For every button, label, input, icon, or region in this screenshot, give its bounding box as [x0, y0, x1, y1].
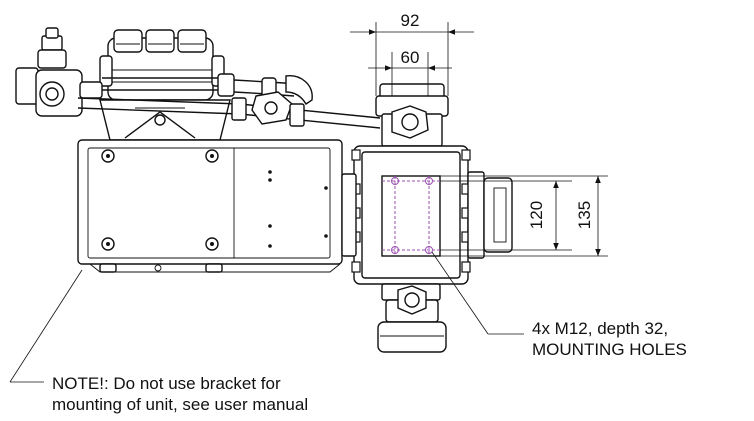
left-valve — [15, 27, 103, 117]
pump-head — [99, 29, 231, 141]
leader-bracket — [9, 269, 83, 383]
valve-body — [341, 83, 513, 353]
bracket-note-line1: NOTE!: Do not use bracket for — [52, 374, 281, 393]
pipe-lower — [77, 91, 381, 129]
bracket-plate — [77, 139, 343, 273]
dimension-right — [440, 175, 608, 257]
dimension-60-label: 60 — [401, 48, 420, 67]
mounting-holes-note: 4x M12, depth 32, MOUNTING HOLES — [532, 318, 687, 360]
feet — [99, 263, 223, 273]
dimension-120-label: 120 — [527, 201, 546, 229]
dimension-135-label: 135 — [575, 201, 594, 229]
mounting-holes-pattern — [382, 176, 440, 256]
dimension-top — [350, 22, 474, 96]
leader-holes — [431, 251, 524, 335]
dimension-92-label: 92 — [401, 11, 420, 30]
bracket-note: NOTE!: Do not use bracket for mounting o… — [52, 373, 308, 415]
mounting-holes-note-line1: 4x M12, depth 32, — [532, 319, 669, 338]
mounting-holes-note-line2: MOUNTING HOLES — [532, 340, 687, 359]
bracket-note-line2: mounting of unit, see user manual — [52, 395, 309, 414]
